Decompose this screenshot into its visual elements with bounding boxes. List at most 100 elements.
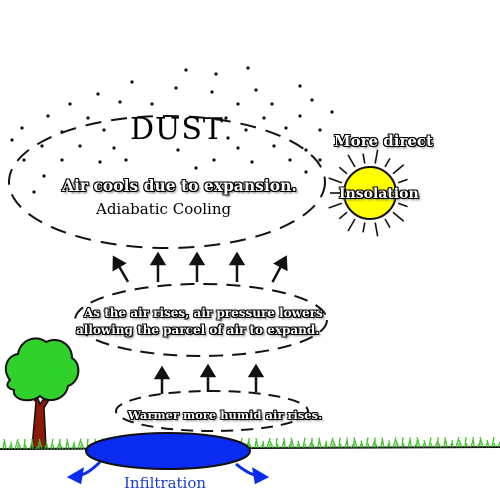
grass-blade [323,443,327,448]
sun-ray [338,166,348,175]
dust-particle [236,146,240,150]
grass-blade [260,443,264,449]
sun-ray [347,154,356,168]
grass-blade [73,441,76,449]
grass-blade [422,443,425,448]
grass-blade [304,443,307,448]
grass-blade [381,437,385,448]
infiltration-arrows [66,460,270,485]
grass-blade [31,438,34,449]
grass-blade [10,441,13,450]
grass-blade [266,437,271,449]
grass-blade [23,438,26,449]
sun-ray [362,153,366,164]
air-cools-label: Air cools due to expansion. [62,176,297,195]
sun-ray [347,218,356,232]
grass-blade [451,440,454,448]
grass-blade [24,444,28,450]
grass-blade [50,438,54,449]
infiltration-arrowhead-right [251,467,270,485]
grass-blade [52,444,55,449]
up-arrow [149,251,167,282]
grass-blade [254,440,257,449]
grass-blade [317,440,320,448]
grass-blade [45,441,49,449]
grass-blade [29,441,33,450]
grass-blade [380,440,383,448]
dust-particle [68,102,72,106]
dust-particle [318,128,322,132]
dust-particle [10,138,14,142]
up-arrow [112,255,130,283]
grass-blade [401,437,404,448]
grass-blade [402,443,406,448]
dust-particle [42,174,46,178]
grass-blade [392,437,397,448]
dust-particle [288,158,292,162]
grass-blade [59,444,64,450]
dust-particle [60,158,64,162]
dust-particle [262,116,266,120]
dust-particle [32,190,36,194]
up-arrow [271,255,288,283]
sun-ray [374,222,379,237]
dust-particle [102,128,106,132]
dust-particle [330,110,334,114]
grass-blade [255,437,259,449]
dust-particle [46,114,50,118]
grass-blade [344,440,348,448]
grass-blade [458,439,463,448]
grass-blade [360,440,364,448]
sun-ray [374,149,379,164]
dust-particle [112,146,116,150]
dust-particle [270,102,274,106]
grass-blade [444,437,448,448]
dust-particle [214,72,218,76]
grass-blade [470,439,474,448]
dust-particle [210,90,214,94]
grass-blade [2,441,5,450]
grass-blade [8,444,12,450]
grass-blade [296,443,299,448]
grass-blade [332,440,337,448]
grass-blade [3,438,7,450]
dust-particle [284,126,288,130]
air-rises-label-line1: As the air rises, air pressure lowers [84,306,323,320]
grass-blade [302,437,306,448]
grass-blade [325,440,328,448]
up-arrow [188,251,206,282]
grass-blade [407,440,411,448]
water-pond [85,432,251,470]
dust-particle [176,148,180,152]
grass-blade [409,437,412,448]
grass-blade [486,439,490,448]
adiabatic-cooling-label: Adiabatic Cooling [96,200,232,218]
grass-blade [339,443,343,448]
up-arrow [153,365,171,394]
tree [4,337,80,449]
dust-particle [184,68,188,72]
up-arrow [247,363,265,392]
dust-particle [250,160,254,164]
grass-blade [65,441,68,449]
grass-blade [283,437,286,448]
grass-blade [290,437,295,449]
dust-particle [98,160,102,164]
sun-ray [397,202,408,208]
dust-particle [22,158,26,162]
dust-particle [310,98,314,102]
dust-particle [304,170,308,174]
grass-blade [297,440,301,448]
grass-blade [17,441,22,450]
dust-particle [246,66,250,70]
grass-blade [338,437,341,448]
grass-blade [485,442,488,448]
tree-canopy [4,337,80,402]
dust-particle [150,102,154,106]
upper-arrows [112,251,288,283]
more-direct-label: More direct [334,132,433,150]
lower-cloud-outline [115,390,309,432]
up-arrow [199,363,217,392]
